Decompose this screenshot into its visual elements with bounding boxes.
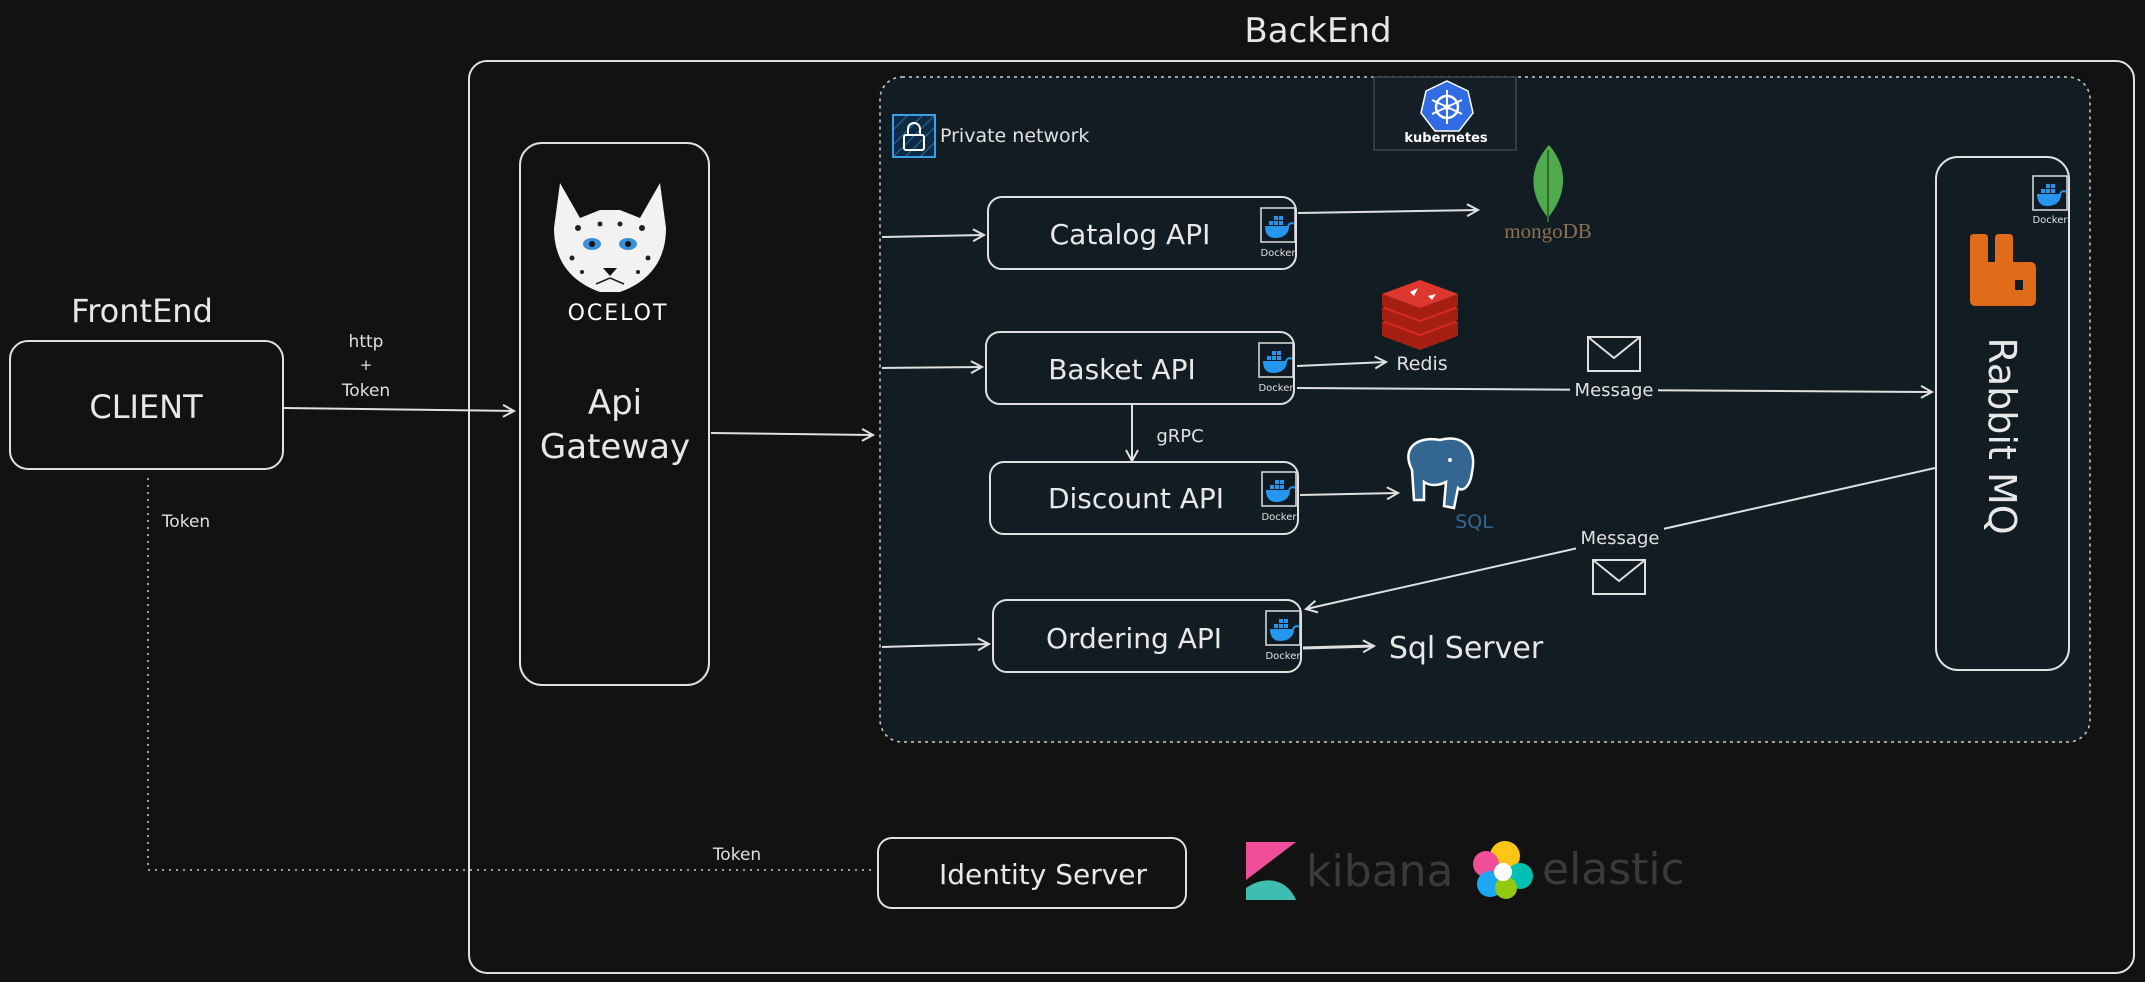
ordering-api-label: Ordering API (1046, 622, 1222, 655)
basket-api-label: Basket API (1048, 353, 1196, 386)
catalog-docker-icon (1260, 207, 1296, 243)
discount-api-box (989, 461, 1299, 535)
discount-to-postgres-arrow (1299, 493, 1398, 495)
catalog-to-mongo-arrow (1297, 210, 1478, 213)
client-box (9, 340, 284, 470)
discount-api-label: Discount API (1048, 482, 1224, 515)
mongodb-leaf-icon (1533, 145, 1564, 222)
catalog-api-label: Catalog API (1050, 218, 1211, 251)
gateway-to-network-arrow (710, 433, 873, 435)
request-label-plus: + (360, 356, 373, 374)
kibana-logo-icon (1246, 842, 1296, 900)
message-out-label: Message (1575, 380, 1654, 401)
api-gateway-label-line2: Gateway (540, 427, 690, 467)
basket-api-box (985, 331, 1295, 405)
identity-server-box (877, 837, 1187, 909)
ordering-to-sqlserver-arrow (1302, 646, 1374, 648)
message-in-label: Message (1581, 528, 1660, 549)
kibana-label: kibana (1306, 846, 1453, 897)
network-to-catalog-arrow (881, 235, 984, 237)
lock-icon (892, 114, 936, 158)
ocelot-logo-text: OCELOT (568, 301, 669, 326)
client-label: CLIENT (89, 388, 203, 426)
redis-label: Redis (1396, 353, 1447, 375)
client-token-label: Token (161, 512, 210, 532)
catalog-docker-label: Docker (1260, 248, 1296, 259)
message-envelope-icon-in (1592, 559, 1646, 595)
redis-icon (1382, 280, 1458, 350)
ordering-docker-label: Docker (1265, 651, 1301, 662)
request-label-http: http (349, 332, 384, 352)
elastic-label: elastic (1542, 844, 1685, 895)
ordering-api-box (992, 599, 1302, 673)
identity-server-label: Identity Server (939, 858, 1148, 891)
rabbitmq-docker-icon (2032, 175, 2068, 211)
rabbitmq-box (1935, 156, 2070, 671)
request-label-token: Token (341, 381, 390, 401)
catalog-api-box (987, 196, 1297, 270)
elastic-logo-icon (1473, 841, 1533, 899)
grpc-label: gRPC (1156, 426, 1203, 447)
ordering-docker-icon (1265, 610, 1301, 646)
client-to-gateway-arrow (283, 408, 514, 411)
rabbitmq-logo-icon (1970, 234, 2036, 306)
sqlserver-label: Sql Server (1389, 631, 1544, 666)
api-gateway-label-line1: Api (588, 383, 642, 423)
ocelot-logo-icon (554, 183, 666, 292)
network-to-basket-arrow (881, 367, 982, 368)
kubernetes-badge: kubernetes (1373, 76, 1517, 151)
message-envelope-icon-out (1587, 336, 1641, 372)
basket-docker-label: Docker (1258, 383, 1294, 394)
api-gateway-box (519, 142, 710, 686)
private-network-label: Private network (940, 125, 1089, 147)
mongodb-logo: mongoDB (1504, 219, 1592, 243)
backend-container (468, 60, 2135, 974)
network-to-ordering-arrow (881, 644, 989, 647)
basket-docker-icon (1258, 342, 1294, 378)
rabbitmq-docker-label: Docker (2032, 215, 2068, 226)
rabbitmq-label: Rabbit MQ (1980, 337, 2024, 534)
discount-docker-label: Docker (1261, 512, 1297, 523)
backend-title: BackEnd (1244, 11, 1391, 51)
client-identity-token-path (147, 478, 876, 871)
kubernetes-label: kubernetes (1404, 131, 1488, 146)
postgresql-label: SQL (1455, 511, 1493, 533)
postgresql-elephant-icon (1407, 437, 1475, 510)
basket-to-redis-arrow (1296, 362, 1386, 366)
discount-docker-icon (1261, 471, 1297, 507)
frontend-title: FrontEnd (71, 292, 213, 330)
identity-token-label: Token (712, 845, 761, 865)
